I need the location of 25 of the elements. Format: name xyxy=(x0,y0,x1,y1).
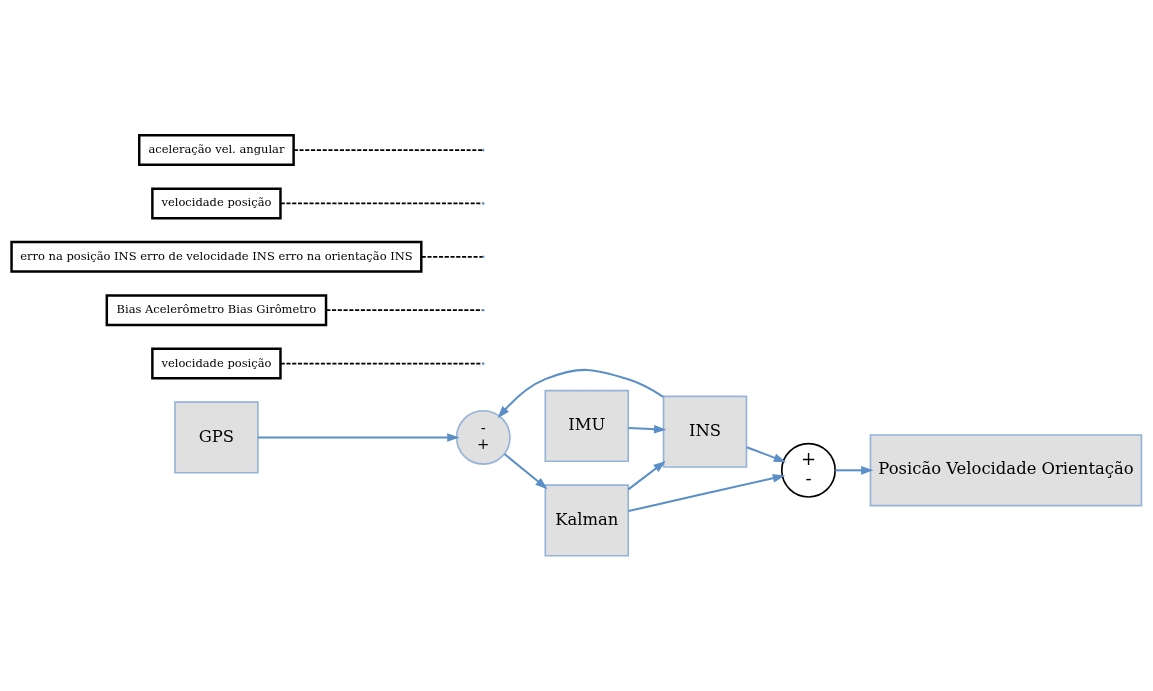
node-box: erro na posição INS erro de velocidade INS erro na orientação INS xyxy=(10,240,423,273)
node-box: aceleração vel. angular xyxy=(138,134,295,167)
node-circle: + - xyxy=(780,442,836,498)
arrow xyxy=(835,466,874,475)
node-box: velocidade posição xyxy=(151,187,282,220)
node-circle: - + xyxy=(455,409,511,465)
arrow xyxy=(628,473,786,513)
connector xyxy=(279,202,484,205)
node-box: IMU xyxy=(544,389,630,463)
arrow xyxy=(746,446,787,463)
connector xyxy=(420,256,484,258)
arrow xyxy=(628,424,667,434)
node-box: Kalman xyxy=(544,484,630,557)
node-box: Posicão Velocidade Orientação xyxy=(869,434,1143,507)
node-box: GPS xyxy=(174,401,259,474)
arrow xyxy=(627,461,666,491)
arrow xyxy=(497,368,664,419)
node-box: Bias Acelerômetro Bias Girômetro xyxy=(105,294,328,327)
node-box: velocidade posição xyxy=(151,347,282,380)
connector xyxy=(325,309,484,311)
connector xyxy=(279,362,484,365)
node-box: INS xyxy=(662,395,748,468)
arrow xyxy=(258,433,460,442)
arrow xyxy=(503,453,548,490)
connector xyxy=(293,149,484,151)
